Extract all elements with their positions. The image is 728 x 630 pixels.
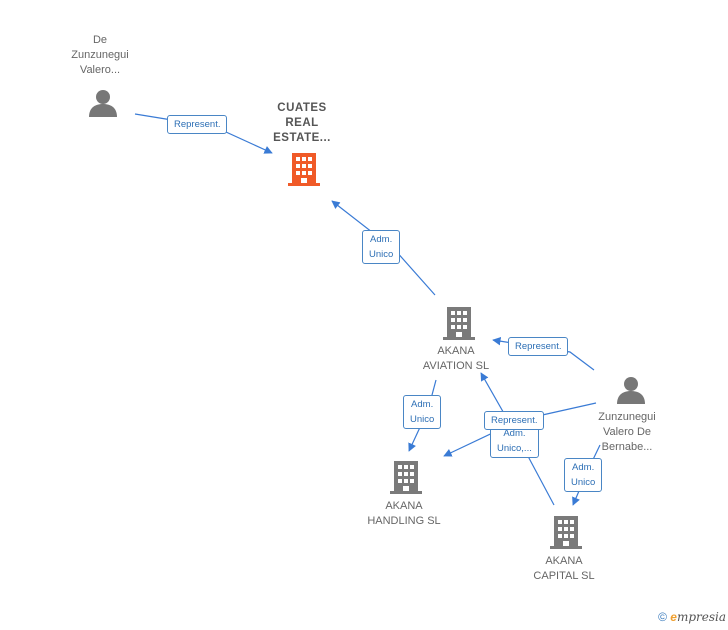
edge-label-represent-3[interactable]: Represent. bbox=[484, 411, 545, 430]
node-capital-label[interactable]: AKANA CAPITAL SL bbox=[509, 554, 619, 584]
node-person-2-line-1: Zunzunegui bbox=[598, 411, 656, 423]
node-person-1-line-1: De bbox=[92, 34, 108, 46]
person-icon[interactable] bbox=[616, 375, 646, 405]
node-cuates-label[interactable]: CUATES REAL ESTATE... bbox=[247, 101, 357, 146]
node-aviation-line-1: AKANA bbox=[437, 345, 475, 357]
node-handling-line-1: AKANA bbox=[385, 500, 423, 512]
edge-label-adm-2[interactable]: Adm. Unico bbox=[403, 395, 442, 429]
node-person-1-line-3: Valero... bbox=[79, 64, 121, 76]
empresia-logo-initial: e bbox=[670, 610, 677, 624]
node-capital-line-1: AKANA bbox=[545, 555, 583, 567]
person-icon[interactable] bbox=[88, 88, 118, 118]
node-person-2-line-3: Bernabe... bbox=[601, 441, 653, 453]
node-person-1-label[interactable]: De Zunzunegui Valero... bbox=[45, 33, 155, 78]
building-icon-capital[interactable] bbox=[550, 514, 582, 550]
empresia-logo-text: mpresia bbox=[676, 610, 726, 624]
node-person-1-line-2: Zunzunegui bbox=[71, 49, 129, 61]
edge-label-text: Unico bbox=[571, 477, 596, 488]
building-icon-highlighted[interactable] bbox=[288, 151, 320, 187]
edge-label-text: Adm. bbox=[370, 234, 393, 245]
node-cuates-line-3: ESTATE... bbox=[273, 132, 331, 144]
building-icon-aviation[interactable] bbox=[443, 305, 475, 341]
edge-label-text: Adm. bbox=[503, 428, 526, 439]
edge-label-text: Unico,... bbox=[497, 443, 532, 454]
node-person-2-line-2: Valero De bbox=[602, 426, 652, 438]
edge-label-text: Represent. bbox=[174, 119, 221, 130]
node-cuates-line-2: REAL bbox=[285, 117, 319, 129]
node-handling-line-2: HANDLING SL bbox=[367, 515, 441, 527]
footer-brand[interactable]: © empresia bbox=[658, 610, 726, 624]
building-icon-handling[interactable] bbox=[390, 459, 422, 495]
edge-label-text: Adm. bbox=[411, 399, 434, 410]
edge-label-text: Unico bbox=[410, 414, 435, 425]
edge-label-represent-1[interactable]: Represent. bbox=[167, 115, 228, 134]
edge-label-represent-2[interactable]: Represent. bbox=[508, 337, 569, 356]
edge-label-text: Adm. bbox=[572, 462, 595, 473]
edge-label-adm-1[interactable]: Adm. Unico bbox=[362, 230, 401, 264]
node-handling-label[interactable]: AKANA HANDLING SL bbox=[349, 499, 459, 529]
node-person-2-label[interactable]: Zunzunegui Valero De Bernabe... bbox=[572, 410, 682, 455]
node-capital-line-2: CAPITAL SL bbox=[533, 570, 595, 582]
node-aviation-line-2: AVIATION SL bbox=[422, 360, 490, 372]
edge-label-adm-4[interactable]: Adm. Unico bbox=[564, 458, 603, 492]
edge-label-text: Represent. bbox=[515, 341, 562, 352]
copyright-symbol: © bbox=[658, 610, 667, 624]
node-aviation-label[interactable]: AKANA AVIATION SL bbox=[401, 344, 511, 374]
node-cuates-line-1: CUATES bbox=[277, 102, 327, 114]
edge-label-text: Unico bbox=[369, 249, 394, 260]
edge-label-text: Represent. bbox=[491, 415, 538, 426]
